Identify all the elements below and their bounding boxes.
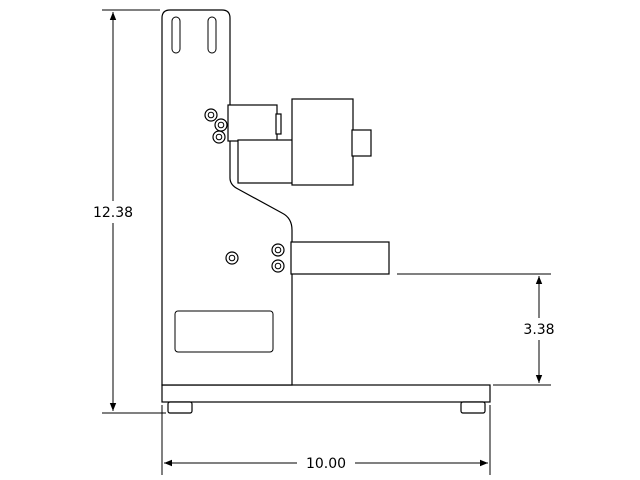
motor-shaft-housing [351,129,372,157]
base-plate [161,384,491,403]
left-slot [171,16,181,54]
upright-plate [161,9,293,386]
left-foot [167,401,193,414]
label-window [174,310,274,353]
screw-icon [225,251,239,265]
base-width-label: 10.00 [306,456,346,472]
mounting-slots [171,16,217,54]
motor-collar [275,113,282,135]
screw-icon [212,130,226,144]
motor-mount-block [227,104,278,142]
overall-height-label: 12.38 [93,205,133,221]
screw-icon [214,118,228,132]
right-slot [207,16,217,54]
bracket-height-label: 3.38 [523,322,554,338]
screw-icon [204,108,218,122]
right-foot [460,401,486,414]
lower-bracket [237,139,295,184]
lower-screws [225,243,285,273]
overall-height-dimension: 12.38 [93,9,166,414]
upper-motor-assembly [227,98,372,186]
lower-side-bracket [290,241,390,275]
bracket-height-dimension: 3.38 [397,273,555,386]
screw-icon [271,243,285,257]
upper-screws [204,108,228,144]
base-feet [167,401,486,414]
motor-body [291,98,354,186]
screw-icon [271,259,285,273]
base-width-dimension: 10.00 [161,405,491,475]
